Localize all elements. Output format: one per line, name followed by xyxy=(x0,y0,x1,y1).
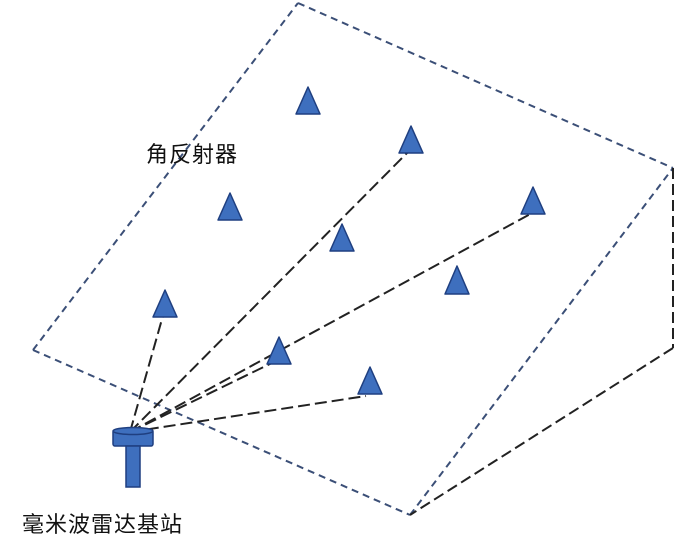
area-edge-bottom-right xyxy=(409,347,674,516)
triangle-icon xyxy=(266,336,292,365)
ray-to-reflector xyxy=(129,359,279,433)
ray-to-reflector xyxy=(129,395,367,433)
radar-station-icon xyxy=(112,426,154,488)
triangle-icon xyxy=(357,366,383,395)
triangle-icon xyxy=(444,265,470,295)
ray-to-reflector xyxy=(129,211,535,433)
triangle-icon xyxy=(152,289,178,318)
radar-station-top xyxy=(112,426,154,436)
triangle-icon xyxy=(217,192,243,221)
triangle-icon xyxy=(398,125,424,154)
coverage-area xyxy=(32,2,674,516)
reflectors xyxy=(152,86,546,395)
ray-to-reflector xyxy=(129,149,411,433)
triangle-icon xyxy=(295,86,321,115)
ray-to-reflector xyxy=(129,311,165,433)
area-edge-top-left xyxy=(32,2,299,351)
radar-rays xyxy=(129,149,535,433)
radar-station-pole xyxy=(125,445,141,488)
area-edge-top-right xyxy=(297,2,674,169)
reflector-label: 角反射器 xyxy=(146,143,239,168)
area-edge-inner-right xyxy=(409,167,674,516)
area-edge-bottom-left xyxy=(32,349,411,516)
base-station-label: 毫米波雷达基站 xyxy=(22,513,184,538)
triangle-icon xyxy=(329,223,355,252)
coverage-area-extension xyxy=(409,168,674,516)
triangle-icon xyxy=(520,186,546,215)
